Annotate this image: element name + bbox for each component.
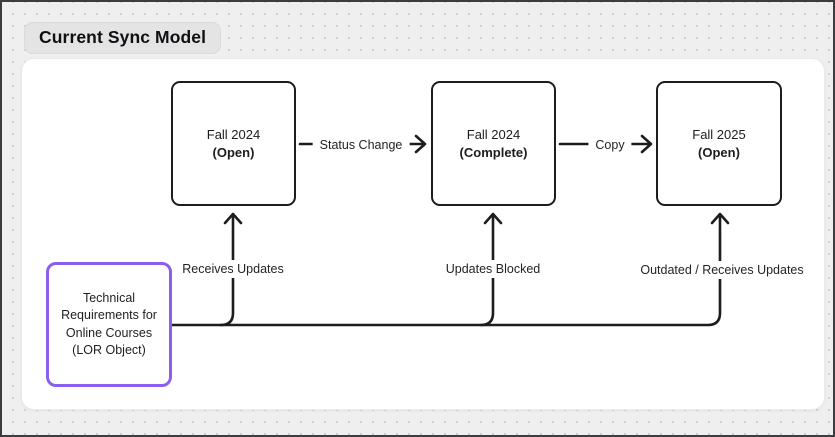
- edge-label-status-change[interactable]: Status Change: [312, 136, 410, 154]
- node-lor-object[interactable]: Technical Requirements for Online Course…: [46, 262, 172, 387]
- edge-label-copy[interactable]: Copy: [588, 136, 632, 154]
- node-fall-2024-complete[interactable]: Fall 2024 (Complete): [431, 81, 556, 206]
- diagram-background-frame[interactable]: Fall 2024 (Open) Fall 2024 (Complete) Fa…: [21, 58, 825, 410]
- edge-label-updates-blocked[interactable]: Updates Blocked: [438, 260, 548, 278]
- node-title: Fall 2024: [466, 127, 521, 142]
- node-title: Fall 2025: [692, 127, 746, 142]
- diagram-title-badge[interactable]: Current Sync Model: [24, 22, 222, 54]
- edge-label-outdated[interactable]: Outdated / Receives Updates: [633, 261, 811, 279]
- arrowhead-right-icon: [414, 134, 427, 154]
- arrowhead-up-icon: [483, 212, 503, 225]
- node-fall-2025-open[interactable]: Fall 2025 (Open): [656, 81, 782, 206]
- lor-line: Requirements for: [61, 308, 157, 322]
- lor-line: Technical: [82, 290, 136, 305]
- node-fall-2024-open[interactable]: Fall 2024 (Open): [171, 81, 296, 206]
- updates-blocked-arrow[interactable]: [479, 212, 503, 327]
- edge-label-receives-updates[interactable]: Receives Updates: [175, 260, 291, 278]
- lor-line: (LOR Object): [72, 343, 146, 357]
- lor-trunk-arrow[interactable]: [170, 212, 730, 327]
- node-status: (Open): [698, 144, 740, 160]
- node-status: (Open): [212, 144, 255, 160]
- arrowhead-right-icon: [640, 134, 653, 154]
- receives-updates-arrow[interactable]: [219, 212, 243, 327]
- node-title: Fall 2024: [206, 127, 261, 142]
- lor-line: Online Courses: [65, 325, 153, 340]
- connector-lines-layer: [170, 134, 730, 327]
- node-status: (Complete): [459, 144, 528, 160]
- arrowhead-up-icon: [223, 212, 243, 225]
- arrowhead-up-icon: [710, 212, 730, 225]
